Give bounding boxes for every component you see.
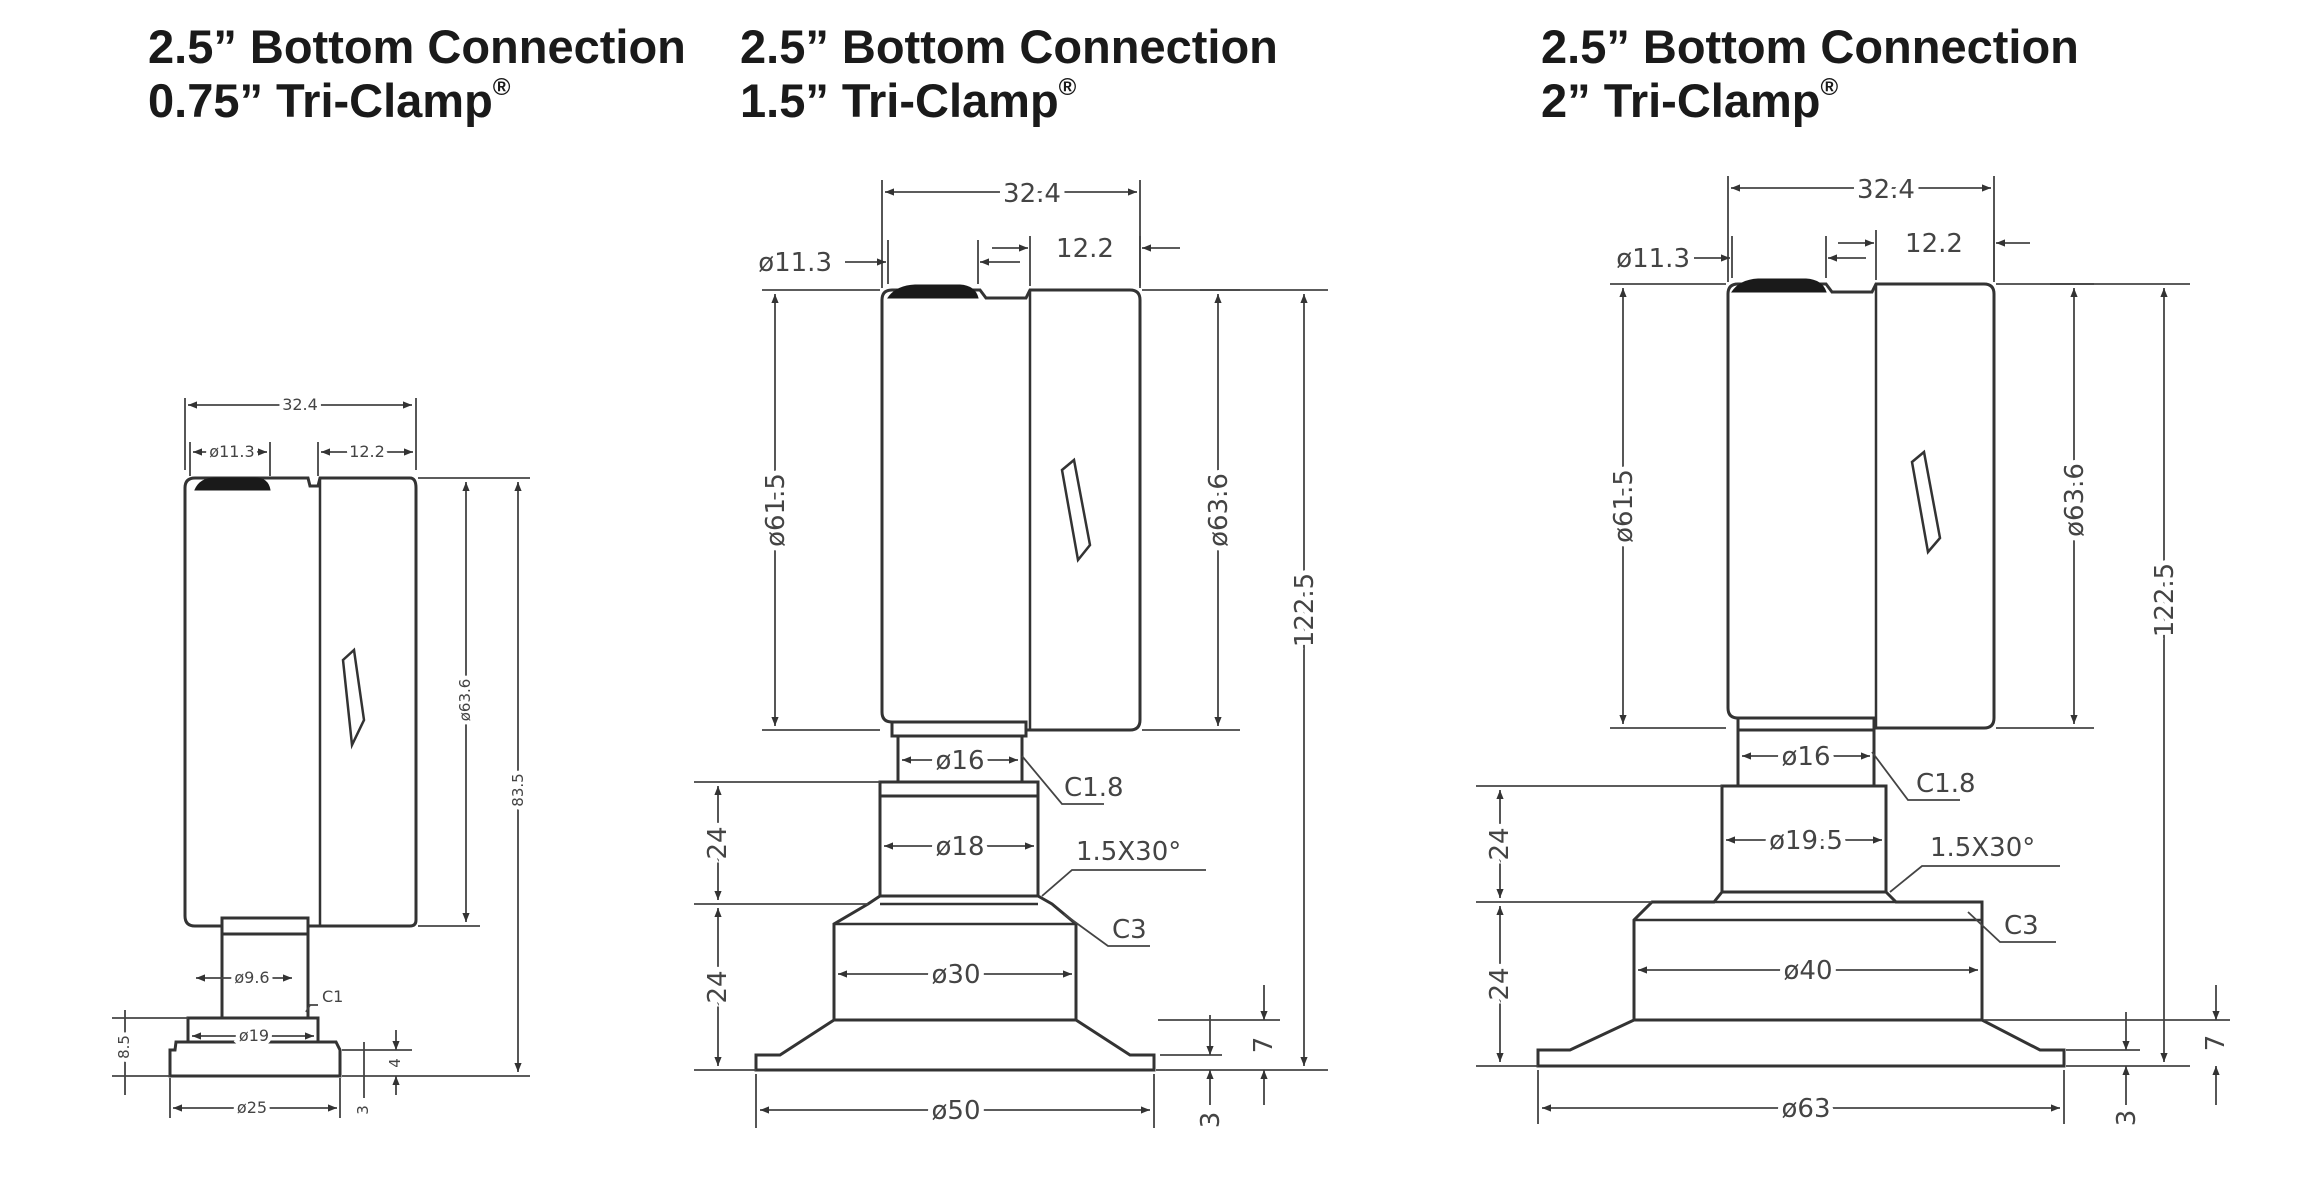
dim-neck: ø16: [936, 746, 985, 776]
dim-body-dia: ø61.5: [761, 473, 791, 547]
dim-h1: 24: [1485, 827, 1515, 860]
gauge-drawing-small: 32.4 ø11.3 12.2 ø63.6 83.5 ø9.6 C1 ø19 ø…: [111, 391, 531, 1121]
title-left-line1: 2.5” Bottom Connection: [148, 20, 686, 73]
dim-chamfer-1: C1.8: [1916, 769, 1976, 799]
gauge-case: [880, 288, 1142, 732]
flange: [168, 1040, 342, 1078]
dim-flange: ø63: [1782, 1094, 1831, 1124]
dim-case-dia: ø63.6: [456, 679, 474, 722]
flange: [754, 1018, 1156, 1072]
gauge-drawing-large: 32.4 ø11.3 12.2 ø61.5 ø63.6 122.5 ø16 C1…: [1476, 170, 2236, 1129]
registered-mark: ®: [492, 74, 511, 101]
window-handle: [341, 647, 366, 750]
dim-neck: ø16: [1782, 742, 1831, 772]
dim-lip: 3: [354, 1105, 372, 1115]
dim-chamfer-2: C3: [2004, 911, 2039, 941]
dim-depth: 12.2: [1056, 234, 1114, 264]
dim-stem: ø11.3: [758, 248, 832, 278]
gauge-case: [1726, 282, 1996, 730]
dim-chamfer-1: C1.8: [1064, 773, 1124, 803]
stem-top: [194, 477, 271, 491]
dim-h2: 24: [1485, 967, 1515, 1000]
dim-depth: 12.2: [1905, 229, 1963, 259]
dim-flange: ø25: [237, 1098, 267, 1117]
gauge-drawing-medium: 32.4 ø11.3 12.2 ø61.5 ø63.6 122.5 ø16 C1…: [694, 174, 1328, 1131]
title-left: 2.5” Bottom Connection 0.75” Tri-Clamp®: [148, 20, 686, 128]
dim-chamfer: C1: [322, 987, 343, 1006]
dim-flange-height: 4: [386, 1058, 404, 1068]
dim-case-dia: ø63.6: [1204, 473, 1234, 547]
title-left-line2: 0.75” Tri-Clamp®: [148, 74, 511, 127]
dim-width: 32.4: [1857, 175, 1915, 205]
dim-body-dia: ø61.5: [1609, 469, 1639, 543]
registered-mark: ®: [1820, 74, 1839, 101]
flange: [1536, 1018, 2066, 1068]
window-handle: [1910, 449, 1942, 555]
dim-height: 122.5: [1290, 573, 1320, 647]
registered-mark: ®: [1058, 74, 1077, 101]
dim-chamfer-2: C3: [1112, 915, 1147, 945]
stem-top: [1731, 278, 1827, 293]
title-right-line2: 2” Tri-Clamp®: [1541, 74, 1839, 127]
dim-width: 32.4: [1003, 179, 1061, 209]
dim-height: 122.5: [2150, 563, 2180, 637]
dim-flange-height: 7: [1249, 1037, 1279, 1054]
dim-lip: 3: [1196, 1112, 1226, 1129]
dim-case-dia: ø63.6: [2060, 463, 2090, 537]
title-right: 2.5” Bottom Connection 2” Tri-Clamp®: [1541, 20, 2079, 128]
title-middle-line2: 1.5” Tri-Clamp®: [740, 74, 1077, 127]
dim-flange: ø50: [932, 1096, 981, 1126]
window-handle: [1060, 457, 1092, 563]
dim-neck: ø9.6: [234, 968, 269, 987]
dim-h1: 24: [703, 826, 733, 859]
dim-width: 32.4: [282, 395, 318, 414]
dim-lip: 3: [2112, 1110, 2142, 1127]
dim-angle: 1.5X30°: [1930, 833, 2035, 863]
gauge-case: [183, 476, 418, 928]
dim-stem: ø11.3: [209, 442, 254, 461]
stem-top: [887, 284, 979, 299]
dim-depth: 12.2: [349, 442, 385, 461]
dim-h2: 24: [703, 970, 733, 1003]
dim-collar: ø18: [936, 832, 985, 862]
dim-ferrule: ø19: [239, 1026, 269, 1045]
hub: [832, 894, 1078, 1022]
dim-collar: ø19.5: [1769, 826, 1843, 856]
title-middle: 2.5” Bottom Connection 1.5” Tri-Clamp®: [740, 20, 1278, 128]
dim-height: 83.5: [509, 773, 527, 806]
dim-flange-height: 7: [2201, 1035, 2231, 1052]
dim-upper: 8.5: [115, 1035, 133, 1059]
title-right-line1: 2.5” Bottom Connection: [1541, 20, 2079, 73]
dim-stem: ø11.3: [1616, 244, 1690, 274]
dim-hub: ø30: [932, 960, 981, 990]
title-middle-line1: 2.5” Bottom Connection: [740, 20, 1278, 73]
dim-angle: 1.5X30°: [1076, 837, 1181, 867]
dim-hub: ø40: [1784, 956, 1833, 986]
